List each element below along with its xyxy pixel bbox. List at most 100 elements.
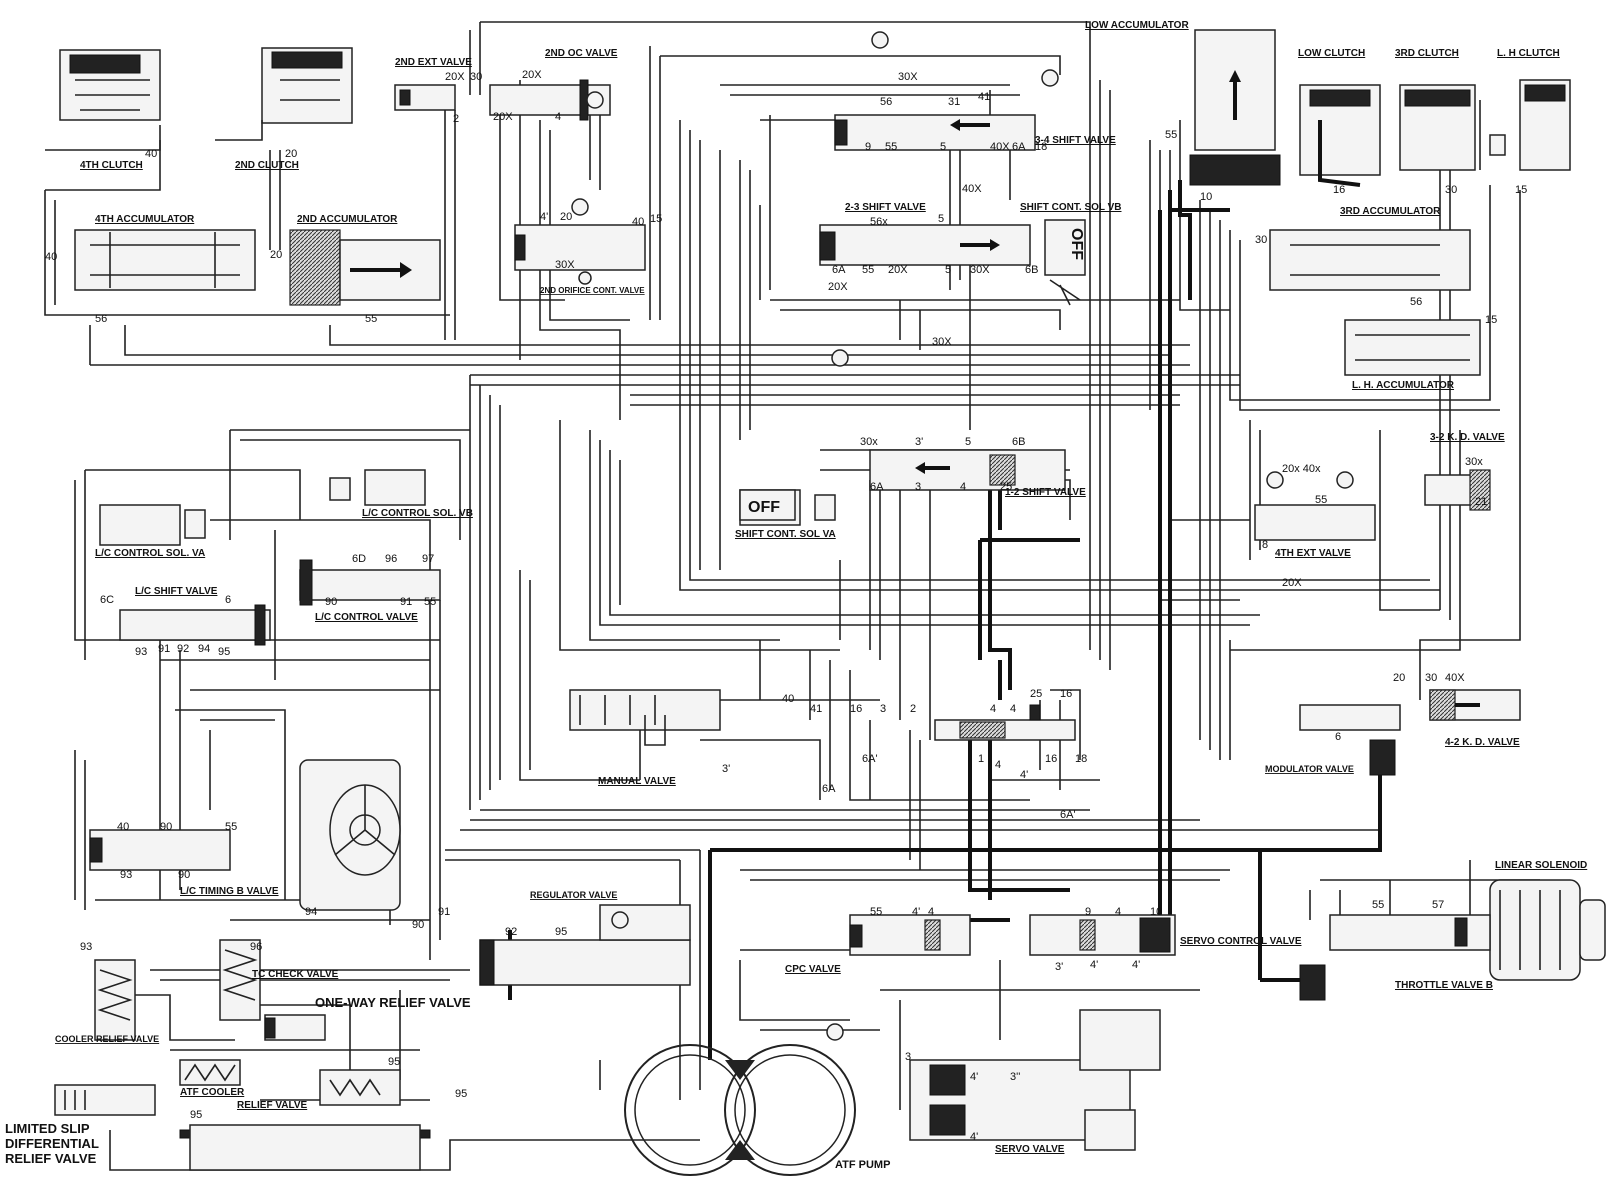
label-lc-control-sol-va: L/C CONTROL SOL. VA — [95, 548, 205, 559]
port-number: 94 — [198, 643, 210, 655]
port-number: 56 — [880, 96, 892, 108]
label-limited-slip-line3: RELIEF VALVE — [5, 1151, 97, 1166]
port-number: 15 — [650, 213, 662, 225]
label-low-clutch: LOW CLUTCH — [1298, 48, 1365, 59]
3-2-kd-valve — [1424, 469, 1491, 511]
1-2-shift-valve — [869, 449, 1066, 491]
port-number: 30X — [555, 259, 575, 271]
port-number: 6A — [870, 481, 884, 493]
port-number: 40 — [45, 251, 57, 263]
label-lh-accumulator: L. H. ACCUMULATOR — [1352, 380, 1455, 391]
label-limited-slip-line2: DIFFERENTIAL — [5, 1136, 99, 1151]
port-number: 95 — [388, 1056, 400, 1068]
port-number: 21 — [1475, 496, 1487, 508]
port-number: 30x — [860, 436, 878, 448]
label-lc-control-sol-vb: L/C CONTROL SOL. VB — [362, 508, 473, 519]
port-number: 4 — [995, 759, 1001, 771]
port-number: 92 — [177, 643, 189, 655]
lc-timing-b-valve — [89, 829, 231, 871]
port-number: 4' — [1090, 959, 1098, 971]
label-4th-accumulator: 4TH ACCUMULATOR — [95, 214, 195, 225]
port-number: 91 — [158, 643, 170, 655]
label-throttle-valve-b: THROTTLE VALVE B — [1395, 980, 1493, 991]
limited-slip-relief-valve — [54, 1084, 156, 1116]
port-number: 91 — [438, 906, 450, 918]
port-number: 6 — [225, 594, 231, 606]
port-number: 2 — [453, 113, 459, 125]
port-number: 6B — [1025, 264, 1038, 276]
port-number: 55 — [870, 906, 882, 918]
port-number: 4 — [928, 906, 934, 918]
port-number: 10 — [1200, 191, 1212, 203]
port-number: 6A — [832, 264, 846, 276]
label-relief-valve: RELIEF VALVE — [237, 1100, 308, 1111]
port-number: 25 — [1030, 688, 1042, 700]
port-number: 8 — [1262, 539, 1268, 551]
label-2nd-oc-valve: 2ND OC VALVE — [545, 48, 618, 59]
torque-converter — [299, 759, 401, 911]
label-lc-shift-valve: L/C SHIFT VALVE — [135, 586, 218, 597]
port-number: 16 — [1060, 688, 1072, 700]
port-number: 40 — [117, 821, 129, 833]
off-label-va: OFF — [748, 499, 780, 516]
label-servo-valve: SERVO VALVE — [995, 1144, 1065, 1155]
port-number: 55 — [365, 313, 377, 325]
port-number: 20 — [1393, 672, 1405, 684]
port-number: 3 — [915, 481, 921, 493]
lc-shift-valve — [119, 604, 271, 646]
port-number: 9 — [865, 141, 871, 153]
port-number: 6A' — [1060, 809, 1076, 821]
tc-check-valve — [219, 939, 261, 1021]
port-number: 97 — [422, 553, 434, 565]
lh-accumulator — [1344, 319, 1481, 376]
port-number: 3 — [905, 1051, 911, 1063]
label-2nd-clutch: 2ND CLUTCH — [235, 160, 299, 171]
port-number: 93 — [135, 646, 147, 658]
port-number: 56x — [870, 216, 888, 228]
port-number: 4' — [970, 1071, 978, 1083]
port-number: 6A — [822, 783, 836, 795]
port-number: 4' — [540, 211, 548, 223]
label-manual-valve: MANUAL VALVE — [598, 776, 676, 787]
port-number: 92 — [505, 926, 517, 938]
port-number: 6C — [100, 594, 114, 606]
port-number: 55 — [885, 141, 897, 153]
component-labels: 4TH CLUTCH 2ND CLUTCH 2ND EXT VALVE 2ND … — [5, 20, 1587, 1171]
port-number: 4 — [960, 481, 966, 493]
port-number: 4 — [555, 111, 561, 123]
linear-solenoid — [1489, 879, 1606, 981]
label-3rd-accumulator: 3RD ACCUMULATOR — [1340, 206, 1441, 217]
port-number: 56 — [95, 313, 107, 325]
solenoid-plug-bottom — [1299, 964, 1326, 1001]
port-number: 1 — [978, 753, 984, 765]
2nd-ext-valve — [394, 84, 456, 111]
label-regulator-valve: REGULATOR VALVE — [530, 890, 617, 900]
port-number: 2 — [910, 703, 916, 715]
atf-cooler — [179, 1059, 241, 1086]
label-servo-control-valve: SERVO CONTROL VALVE — [1180, 936, 1302, 947]
check-ball-low-acc — [1041, 69, 1059, 87]
port-number: 4 — [990, 703, 996, 715]
port-numbers: 40 20 40 56 20 55 20X 30 2 20X 20X 4 4' … — [45, 69, 1527, 1143]
shift-cont-sol-vb — [1044, 219, 1086, 306]
port-number: 55 — [424, 596, 436, 608]
4th-accumulator — [74, 229, 256, 291]
label-4-2-kd-valve: 4-2 K. D. VALVE — [1445, 737, 1520, 748]
components — [45, 29, 1606, 1176]
servo-valve — [909, 1009, 1161, 1151]
2nd-clutch — [215, 47, 353, 141]
cpc-valve — [849, 914, 971, 956]
port-number: 90 — [412, 919, 424, 931]
port-number: 20X — [445, 71, 465, 83]
port-number: 20X — [888, 264, 908, 276]
lc-control-sol-vb — [329, 469, 426, 506]
port-number: 91 — [400, 596, 412, 608]
port-number: 55 — [1315, 494, 1327, 506]
check-ball-bottom — [826, 1023, 844, 1041]
port-number: 40 — [145, 148, 157, 160]
port-number: 10 — [1150, 906, 1162, 918]
4th-ext-valve — [1254, 471, 1376, 541]
port-number: 20 — [560, 211, 572, 223]
